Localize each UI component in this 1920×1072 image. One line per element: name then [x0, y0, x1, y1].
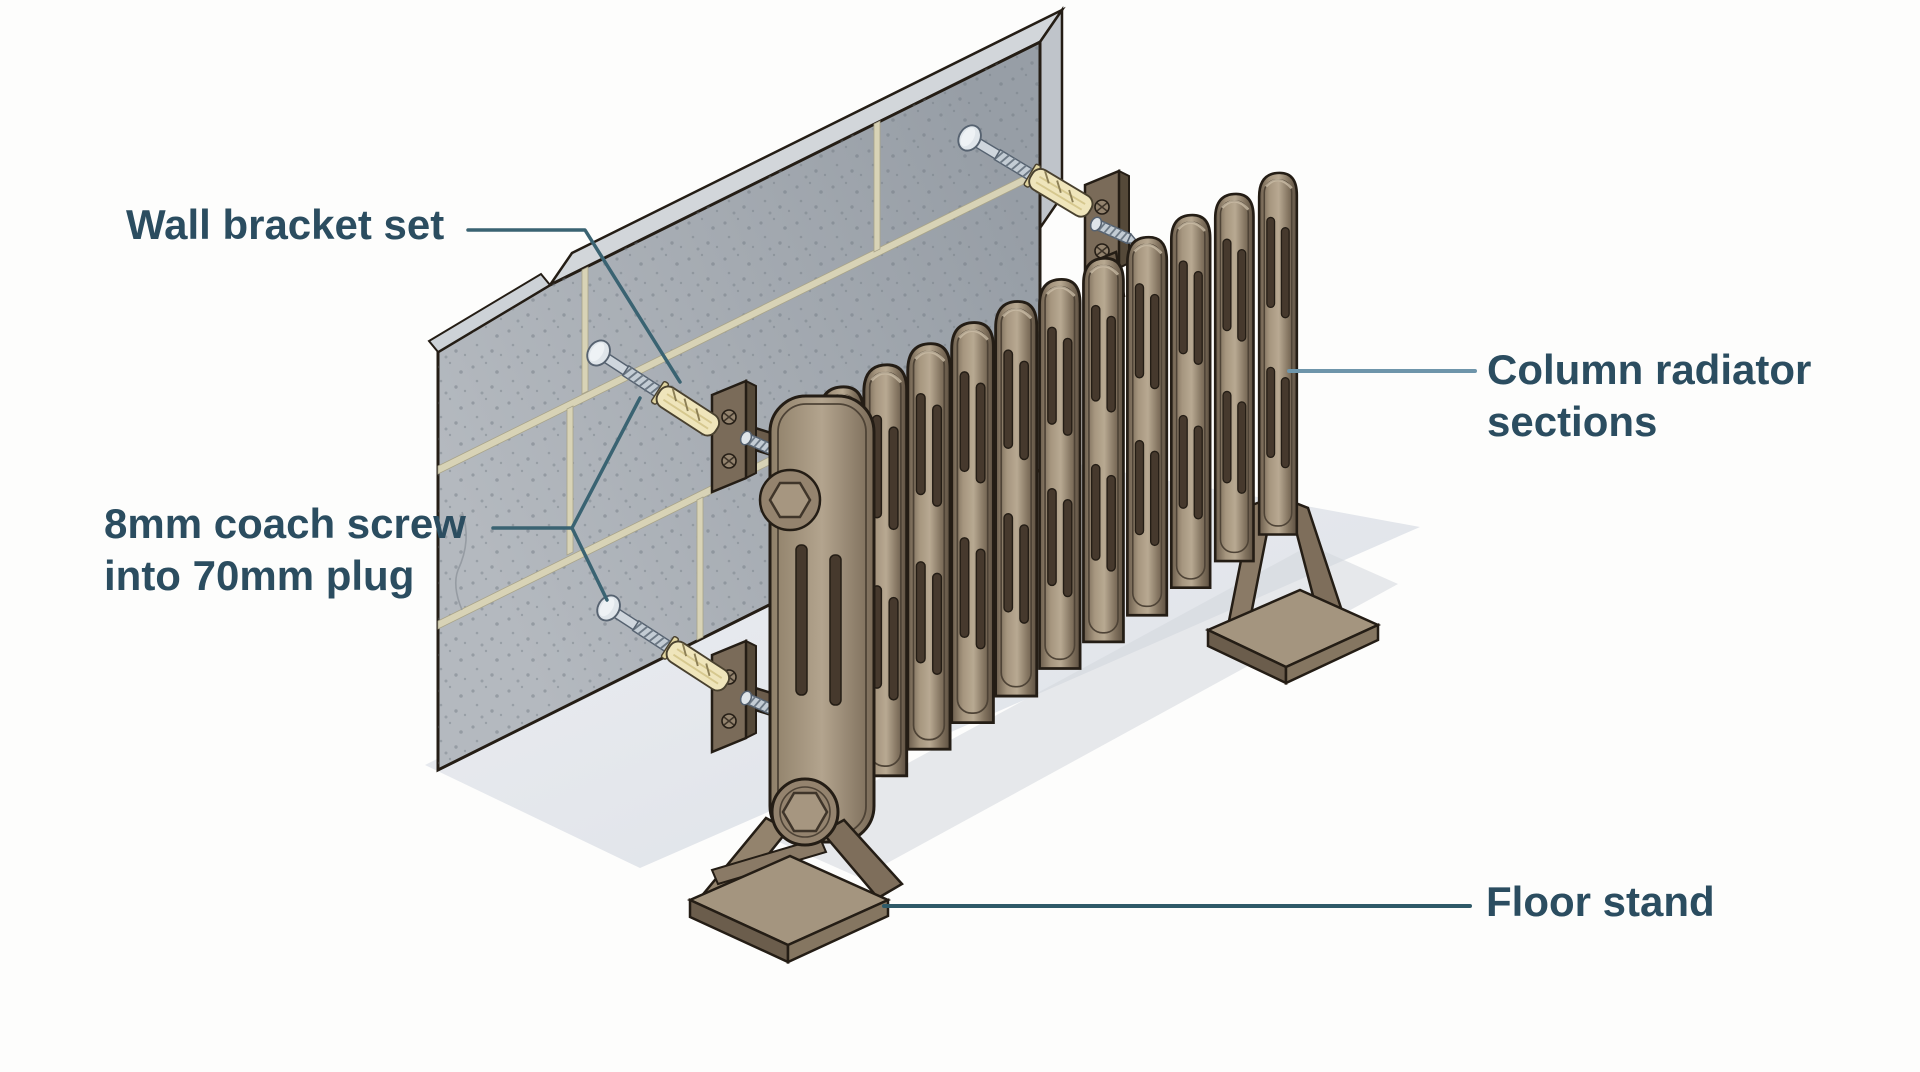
label-column-sections-line1: Column radiator: [1487, 346, 1812, 393]
floor-stand-left: [686, 777, 904, 964]
label-column-sections-line2: sections: [1487, 398, 1658, 445]
wall-crack: [454, 511, 467, 611]
hex-bolt-top: [768, 481, 812, 519]
label-coach-screw-line1: 8mm coach screw: [104, 500, 466, 547]
label-floor-stand: Floor stand: [1486, 878, 1715, 925]
label-column-sections: Column radiator sections: [1487, 344, 1811, 448]
leader-coach-screw: [491, 396, 642, 602]
leader-wall-bracket: [466, 228, 682, 384]
wall-cut-chamfer: [427, 272, 552, 354]
label-coach-screw: 8mm coach screw into 70mm plug: [104, 498, 466, 602]
radiator-end-panel: [758, 394, 876, 844]
hex-bolt-bottom: [781, 791, 829, 833]
label-wall-bracket-set: Wall bracket set: [126, 201, 445, 248]
label-coach-screw-line2: into 70mm plug: [104, 552, 415, 599]
